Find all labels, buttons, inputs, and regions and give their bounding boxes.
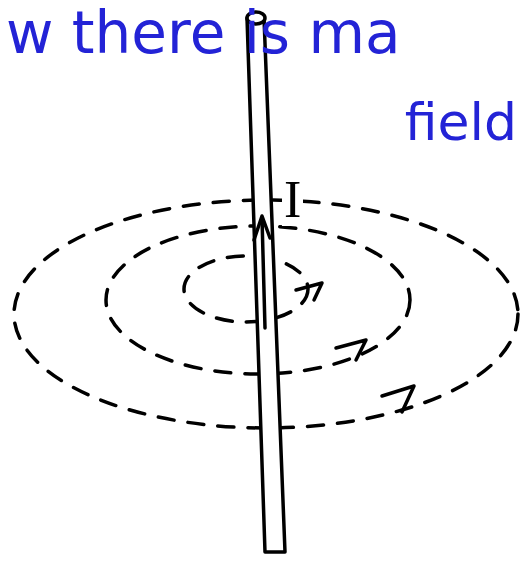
wire-rod [247,18,285,552]
current-arrow-shaft [262,218,265,328]
outer-arrowhead [382,386,414,412]
field-arrowheads [296,283,414,412]
middle-arrowhead [336,340,366,360]
heading-text: field [403,96,519,148]
heading-text: w there is ma [4,4,403,62]
inner-field-line [184,256,308,322]
inner-arrowhead [296,283,322,300]
current-arrow [254,216,270,328]
current-arrow-head [254,216,270,240]
current-label: I [282,174,303,226]
